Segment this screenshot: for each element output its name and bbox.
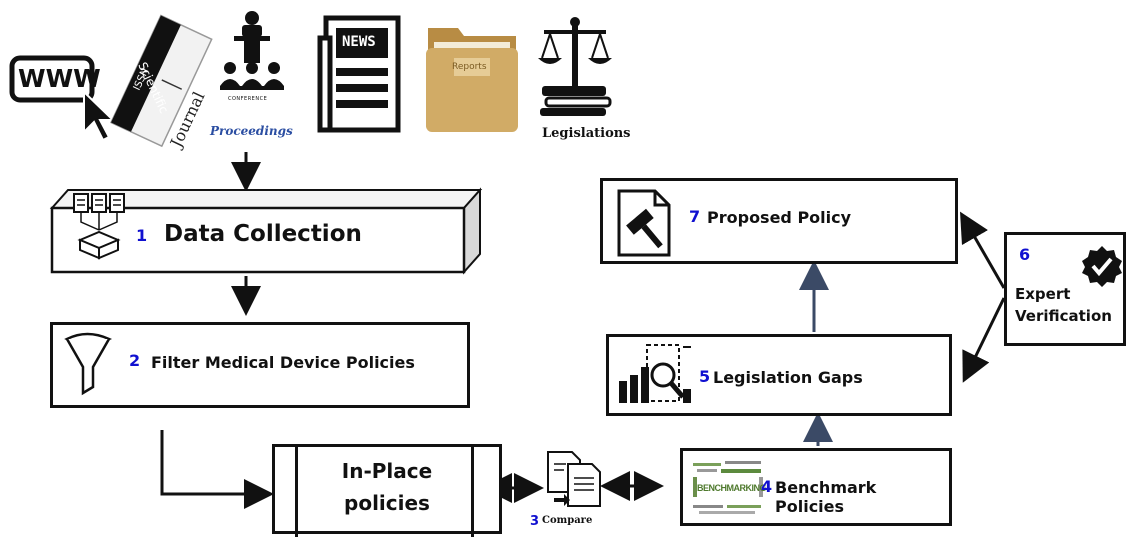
step-7-number: 7: [689, 207, 701, 226]
legislations-label: Legislations: [542, 126, 631, 141]
step-2-number: 2: [129, 351, 141, 370]
step-6-number: 6: [1019, 245, 1031, 264]
compare-label: Compare: [542, 515, 593, 526]
inplace-line2: policies: [344, 491, 430, 515]
expert-line2: Verification: [1015, 307, 1112, 325]
data-collection-box: 1 Data Collection: [49, 186, 483, 275]
news-label: NEWS: [342, 34, 376, 50]
step-1-number: 1: [136, 226, 148, 245]
gaps-label: Legislation Gaps: [713, 368, 863, 387]
journal-icon: ISSN Scientific Journal: [110, 14, 213, 154]
inplace-left-bar: [295, 447, 298, 537]
folder-icon: Reports: [424, 18, 520, 134]
word-cloud-benchmarking: BENCHMARKING: [697, 483, 767, 493]
inplace-right-bar: [471, 447, 474, 537]
www-label: WWW: [18, 64, 101, 93]
compare-icon: [544, 448, 606, 510]
inplace-box: In-Place policies: [272, 444, 502, 537]
step-3-number: 3: [530, 514, 540, 529]
word-cloud-icon: BENCHMARKING: [691, 457, 767, 519]
data-collection-label: Data Collection: [164, 221, 362, 247]
inplace-line1: In-Place: [341, 459, 433, 483]
conference-icon: CONFERENCE: [212, 8, 292, 108]
benchmark-label: Benchmark Policies: [775, 478, 877, 516]
expert-box: 6 Expert Verification: [1004, 232, 1126, 346]
gaps-box: 5 Legislation Gaps: [606, 334, 952, 416]
policy-document-icon: [611, 185, 683, 261]
filter-box: 2 Filter Medical Device Policies: [50, 322, 470, 408]
scales-of-justice-icon: [536, 16, 616, 116]
conference-caption: CONFERENCE: [228, 96, 268, 102]
proposed-box: 7 Proposed Policy: [600, 178, 958, 264]
arrow-expert-to-gaps: [962, 297, 1006, 383]
verified-badge-icon: [1081, 245, 1123, 287]
filter-label: Filter Medical Device Policies: [151, 353, 415, 372]
data-collection-icon: [70, 192, 130, 262]
step-4-number: 4: [761, 477, 773, 496]
reports-label: Reports: [452, 62, 487, 72]
proposed-label: Proposed Policy: [707, 208, 852, 227]
gap-analysis-icon: [617, 341, 701, 413]
benchmark-box: BENCHMARKING 4 Benchmark Policies: [680, 448, 952, 526]
arrow-expert-to-proposed: [960, 211, 1006, 289]
funnel-icon: [63, 331, 113, 401]
arrow-filter-to-inplace: [160, 430, 274, 509]
newspaper-icon: NEWS: [317, 14, 402, 134]
step-5-number: 5: [699, 367, 711, 386]
proceedings-label: Proceedings: [210, 124, 293, 138]
www-icon: WWW: [8, 52, 116, 142]
expert-line1: Expert: [1015, 285, 1071, 303]
